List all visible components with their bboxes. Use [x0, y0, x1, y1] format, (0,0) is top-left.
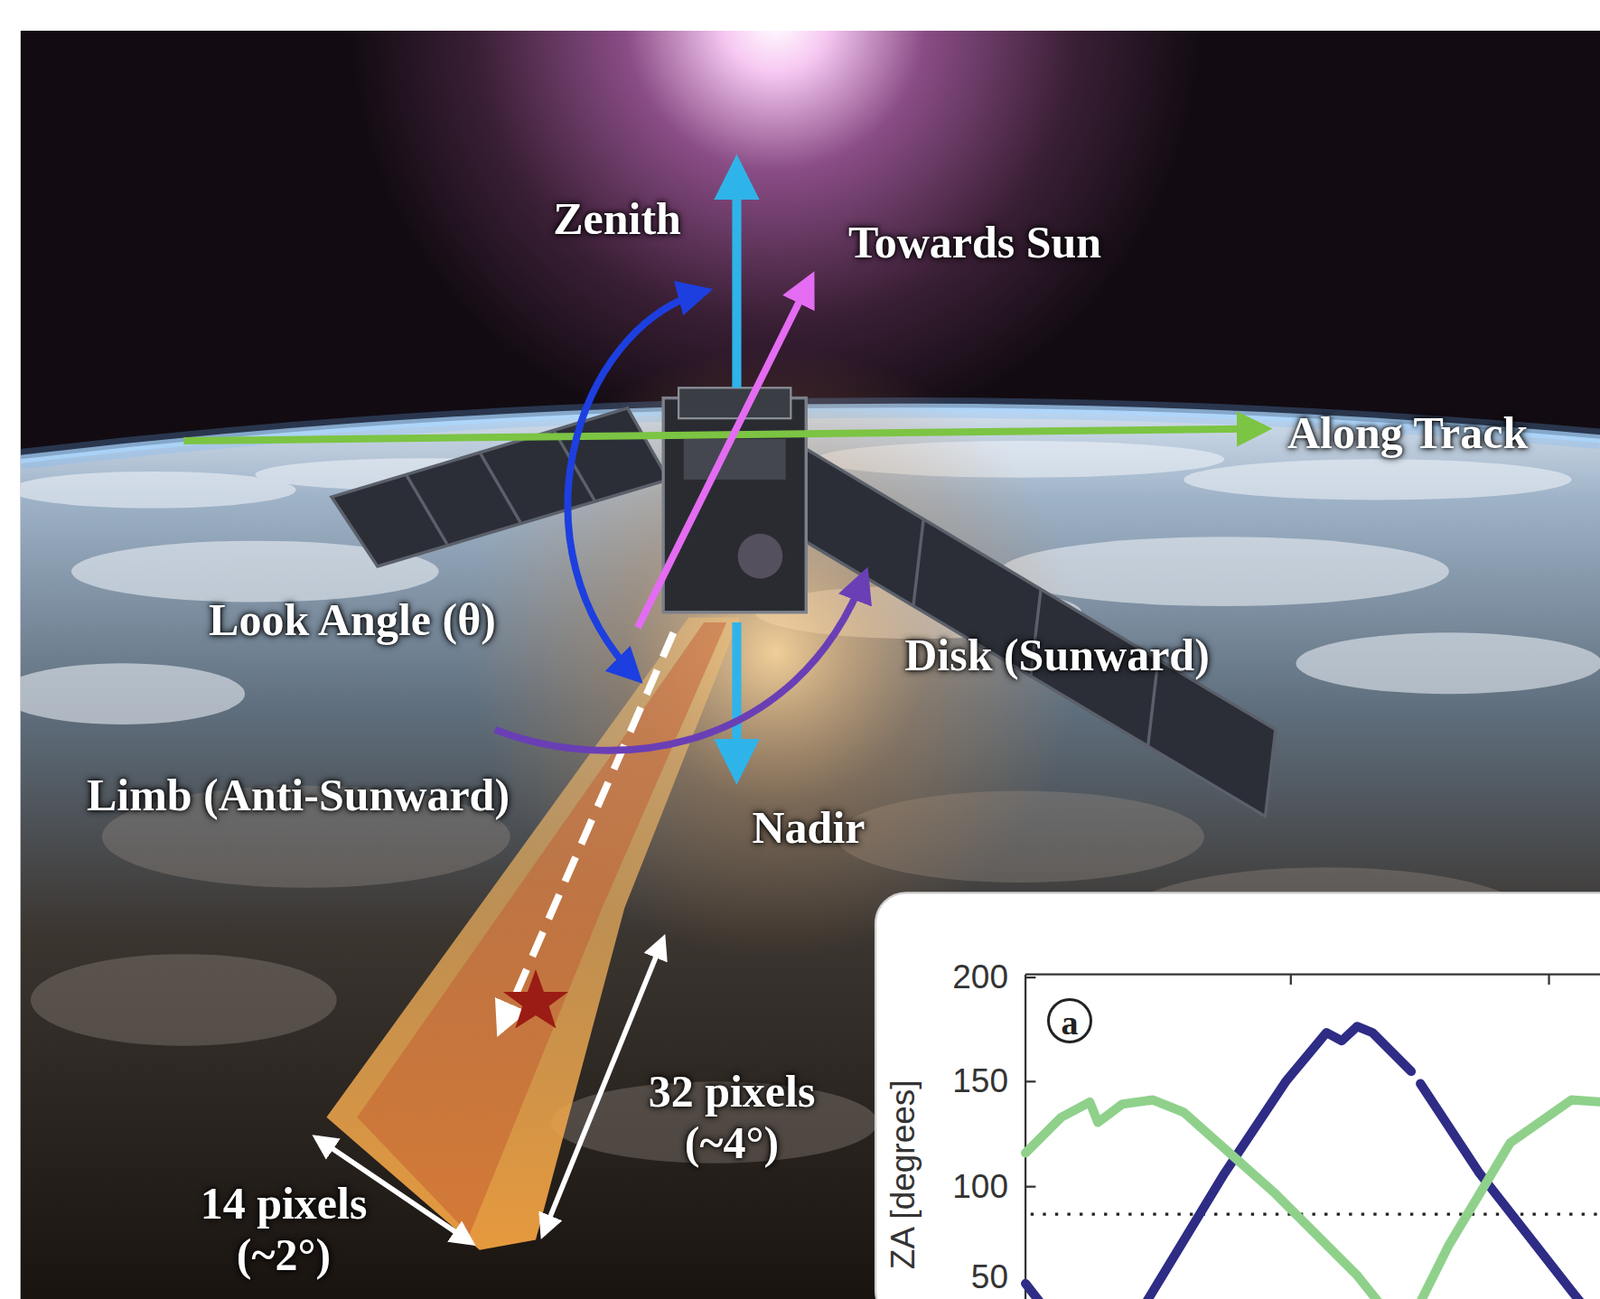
direction-label: Nadir [752, 802, 866, 855]
direction-label: Limb (Anti-Sunward) [86, 769, 510, 823]
angle-label: Look Angle (θ) [208, 594, 496, 647]
inset-chart [875, 892, 1600, 1299]
dimension-arrow [542, 938, 664, 1236]
scan-arc [495, 573, 866, 751]
dimension-label: 14 pixels (~2°) [179, 1178, 388, 1282]
along-track-arrow [183, 428, 1265, 441]
look-angle-arc [567, 290, 706, 679]
axis-tick: 150 [952, 1062, 1009, 1102]
axis-tick: 200 [952, 958, 1009, 998]
dimension-label: 32 pixels (~4°) [627, 1066, 836, 1170]
axis-title: ZA [degrees] [884, 1079, 924, 1270]
nadir-arrow [731, 622, 741, 776]
direction-label: Towards Sun [848, 216, 1102, 270]
field-of-view [326, 617, 740, 1250]
direction-label: Disk (Sunward) [904, 629, 1210, 683]
direction-label: Along Track [1287, 407, 1528, 460]
direction-label: Zenith [552, 193, 682, 246]
axis-tick: 100 [952, 1168, 1009, 1208]
sun-vector [637, 277, 812, 627]
panel-letter: a [1047, 998, 1093, 1044]
zenith-arrow [731, 163, 741, 388]
axis-tick: 50 [971, 1258, 1009, 1298]
spacecraft-body [663, 387, 806, 612]
